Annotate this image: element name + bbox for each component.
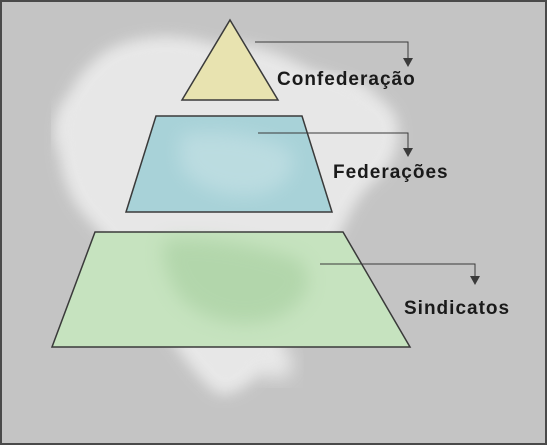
connector-line-federacoes [258, 132, 409, 150]
arrow-down-icon [403, 148, 413, 157]
arrow-down-icon [403, 58, 413, 67]
tier-confederacao-triangle [180, 18, 280, 101]
arrow-down-icon [470, 276, 480, 285]
connector-line-confederacao [255, 41, 409, 60]
map-texture-blue [180, 132, 294, 196]
map-texture-green [163, 238, 309, 324]
label-confederacao: Confederação [277, 69, 416, 90]
label-federacoes: Federações [333, 162, 449, 183]
connectors [255, 41, 480, 285]
label-sindicatos: Sindicatos [404, 298, 510, 319]
connector-line-sindicatos [320, 263, 476, 278]
